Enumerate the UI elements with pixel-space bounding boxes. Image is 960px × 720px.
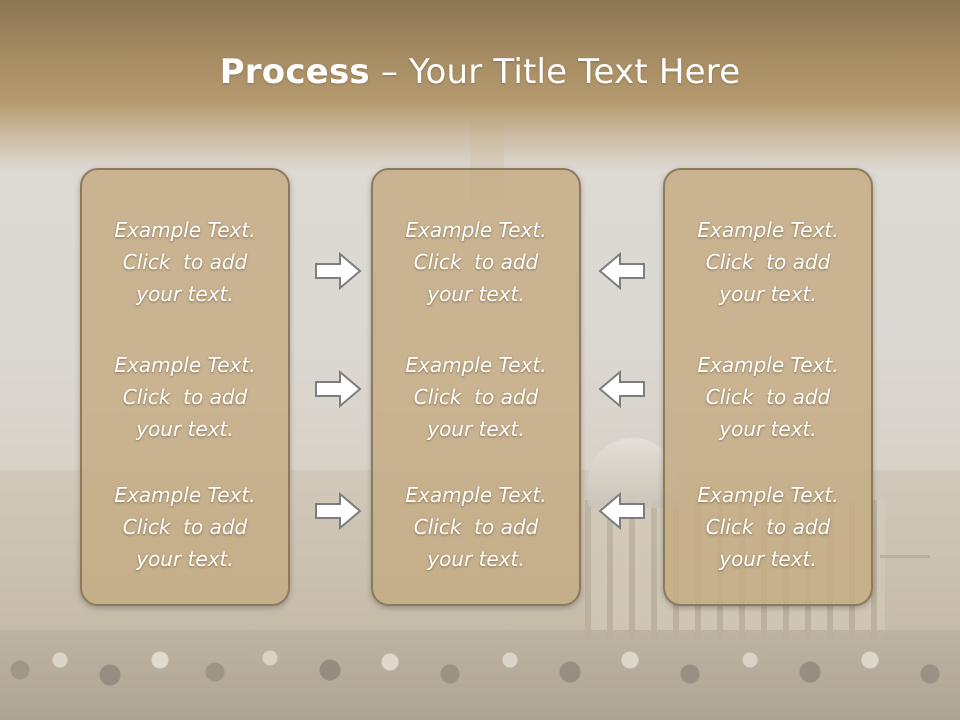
arrow-right-icon — [314, 251, 362, 291]
text-line: Example Text. — [405, 353, 547, 377]
text-line: your text. — [427, 547, 525, 571]
arrow-left-icon — [598, 491, 646, 531]
text-line: Click to add — [122, 515, 248, 539]
text-line: Click to add — [705, 515, 831, 539]
text-line: Click to add — [122, 250, 248, 274]
arrow-right-icon — [314, 369, 362, 409]
text-placeholder[interactable]: Example Text. Click to add your text. — [82, 479, 288, 575]
title-band — [0, 0, 960, 170]
text-line: Example Text. — [114, 353, 256, 377]
text-line: Example Text. — [697, 218, 839, 242]
text-line: your text. — [136, 547, 234, 571]
process-box-center[interactable]: Example Text. Click to add your text. Ex… — [371, 168, 581, 606]
text-line: Click to add — [413, 385, 539, 409]
text-placeholder[interactable]: Example Text. Click to add your text. — [373, 349, 579, 445]
text-line: Example Text. — [405, 483, 547, 507]
process-box-right[interactable]: Example Text. Click to add your text. Ex… — [663, 168, 873, 606]
text-line: your text. — [427, 417, 525, 441]
text-line: Click to add — [705, 250, 831, 274]
background-crane — [880, 555, 930, 558]
title-bold: Process — [219, 52, 370, 92]
text-line: your text. — [719, 417, 817, 441]
text-line: Click to add — [705, 385, 831, 409]
text-placeholder[interactable]: Example Text. Click to add your text. — [665, 479, 871, 575]
text-line: Example Text. — [697, 483, 839, 507]
title-rest: – Your Title Text Here — [369, 52, 741, 92]
text-line: Example Text. — [405, 218, 547, 242]
text-line: your text. — [719, 547, 817, 571]
text-placeholder[interactable]: Example Text. Click to add your text. — [82, 349, 288, 445]
text-line: Example Text. — [114, 218, 256, 242]
process-box-left[interactable]: Example Text. Click to add your text. Ex… — [80, 168, 290, 606]
text-placeholder[interactable]: Example Text. Click to add your text. — [665, 214, 871, 310]
text-line: Click to add — [122, 385, 248, 409]
slide-title[interactable]: Process – Your Title Text Here — [0, 52, 960, 92]
arrow-left-icon — [598, 369, 646, 409]
arrow-right-icon — [314, 491, 362, 531]
text-placeholder[interactable]: Example Text. Click to add your text. — [373, 214, 579, 310]
text-line: your text. — [136, 282, 234, 306]
background-crowd — [0, 630, 960, 720]
arrow-left-icon — [598, 251, 646, 291]
text-line: Click to add — [413, 250, 539, 274]
text-line: your text. — [719, 282, 817, 306]
text-line: Example Text. — [114, 483, 256, 507]
text-line: Example Text. — [697, 353, 839, 377]
text-placeholder[interactable]: Example Text. Click to add your text. — [82, 214, 288, 310]
text-placeholder[interactable]: Example Text. Click to add your text. — [665, 349, 871, 445]
text-line: your text. — [427, 282, 525, 306]
text-line: your text. — [136, 417, 234, 441]
text-placeholder[interactable]: Example Text. Click to add your text. — [373, 479, 579, 575]
text-line: Click to add — [413, 515, 539, 539]
